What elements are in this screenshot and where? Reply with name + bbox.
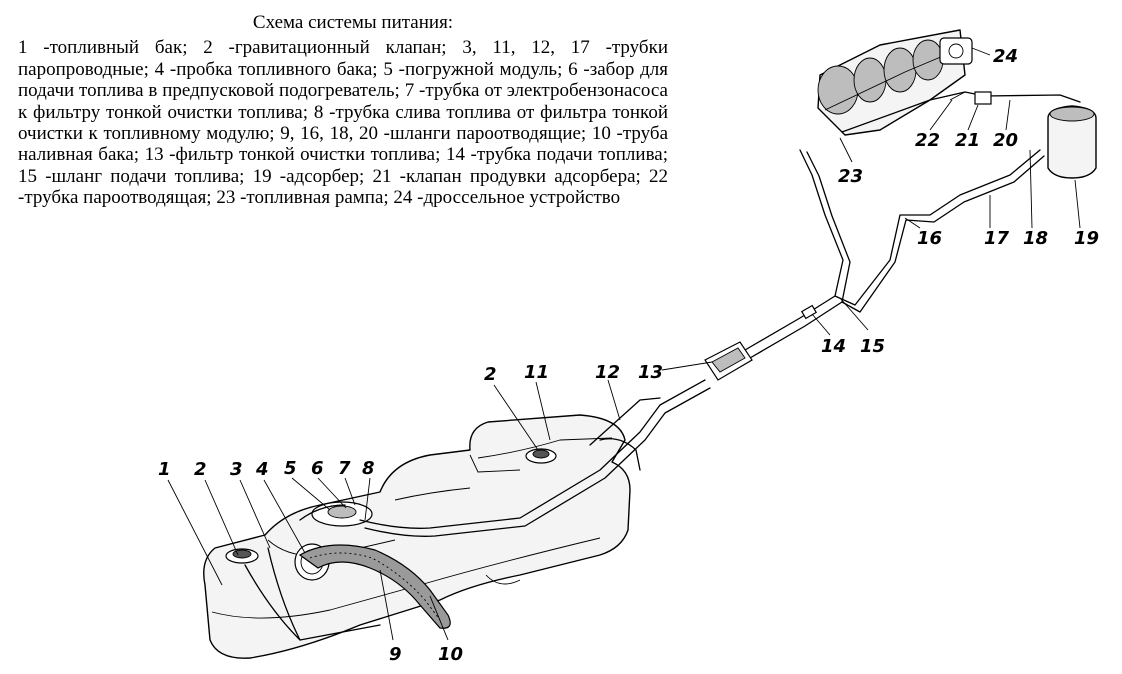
purge-valve-icon bbox=[974, 91, 992, 105]
callout-7: 7 bbox=[338, 458, 351, 479]
callout-4: 4 bbox=[255, 459, 269, 480]
callout-14: 14 bbox=[821, 336, 846, 357]
callout-6: 6 bbox=[311, 458, 324, 479]
callout-2: 2 bbox=[194, 459, 207, 480]
callout-10: 10 bbox=[438, 644, 463, 665]
callout-3: 3 bbox=[230, 459, 243, 480]
legend: Схема системы питания: 1 -топливный бак;… bbox=[18, 12, 668, 209]
callout-5: 5 bbox=[284, 458, 297, 479]
callout-19: 19 bbox=[1074, 228, 1099, 249]
callout-13: 13 bbox=[638, 362, 663, 383]
callout-18: 18 bbox=[1023, 228, 1048, 249]
callout-17: 17 bbox=[984, 228, 1010, 249]
callout-15: 15 bbox=[860, 336, 885, 357]
callout-9: 9 bbox=[389, 644, 402, 665]
throttle-body-icon bbox=[939, 37, 973, 65]
leader-lines bbox=[167, 47, 1081, 641]
filler-pipe bbox=[298, 544, 451, 629]
callout-22: 22 bbox=[915, 130, 940, 151]
callout-11: 11 bbox=[524, 362, 549, 383]
callout-8: 8 bbox=[362, 458, 375, 479]
callout-12: 12 bbox=[595, 362, 620, 383]
callout-labels: 1 2 3 4 5 6 7 8 9 10 2 11 12 13 14 15 16… bbox=[158, 46, 1099, 665]
callout-24: 24 bbox=[993, 46, 1018, 67]
intake-manifold bbox=[817, 29, 986, 136]
callout-21: 21 bbox=[955, 130, 980, 151]
adsorber bbox=[974, 91, 1097, 179]
legend-text: 1 -топливный бак; 2 -гравитационный клап… bbox=[18, 37, 668, 209]
fuel-filter bbox=[704, 304, 818, 381]
fuel-lines bbox=[244, 149, 1045, 641]
callout-1: 1 bbox=[158, 459, 171, 480]
legend-title: Схема системы питания: bbox=[252, 12, 454, 33]
callout-23: 23 bbox=[838, 166, 863, 187]
callout-2-valve: 2 bbox=[484, 364, 497, 385]
callout-16: 16 bbox=[917, 228, 942, 249]
callout-20: 20 bbox=[993, 130, 1018, 151]
